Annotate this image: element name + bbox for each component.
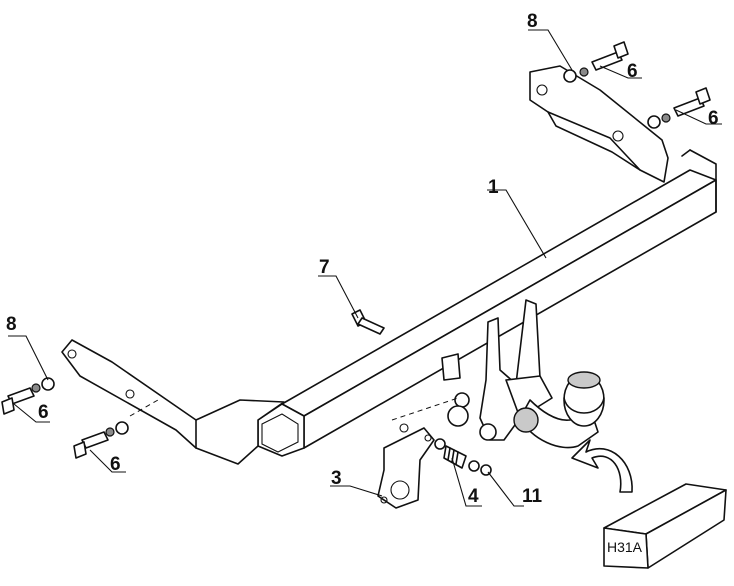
callout-6-top-b: 6 [708, 108, 719, 129]
left-mounting-bracket [61, 339, 285, 465]
assembly-line [391, 397, 459, 421]
callout-4: 4 [468, 486, 479, 507]
callout-1: 1 [488, 177, 499, 198]
left-bolts [1, 377, 129, 459]
callout-6-top-a: 6 [627, 61, 638, 82]
callout-11: 11 [522, 486, 543, 507]
box-label: H31A [607, 539, 643, 555]
callout-6-left-a: 6 [38, 402, 49, 423]
callout-8-left: 8 [6, 314, 17, 335]
leader-lines [8, 29, 722, 507]
right-mounting-bracket [529, 65, 669, 183]
callout-8-top: 8 [527, 11, 538, 32]
socket-plate [377, 423, 435, 509]
fastener-stack [434, 438, 492, 476]
callout-3: 3 [331, 468, 342, 489]
product-box: H31A [603, 483, 727, 569]
top-right-bolts [563, 41, 711, 129]
bolt-7 [351, 309, 385, 335]
callout-labels: 8 6 6 1 7 8 6 6 3 4 11 [6, 11, 719, 507]
callout-7: 7 [319, 257, 330, 278]
curved-arrow [571, 439, 633, 493]
callout-6-left-b: 6 [110, 454, 121, 475]
main-crossbar [257, 149, 717, 457]
ball-mount-assembly [441, 299, 605, 449]
